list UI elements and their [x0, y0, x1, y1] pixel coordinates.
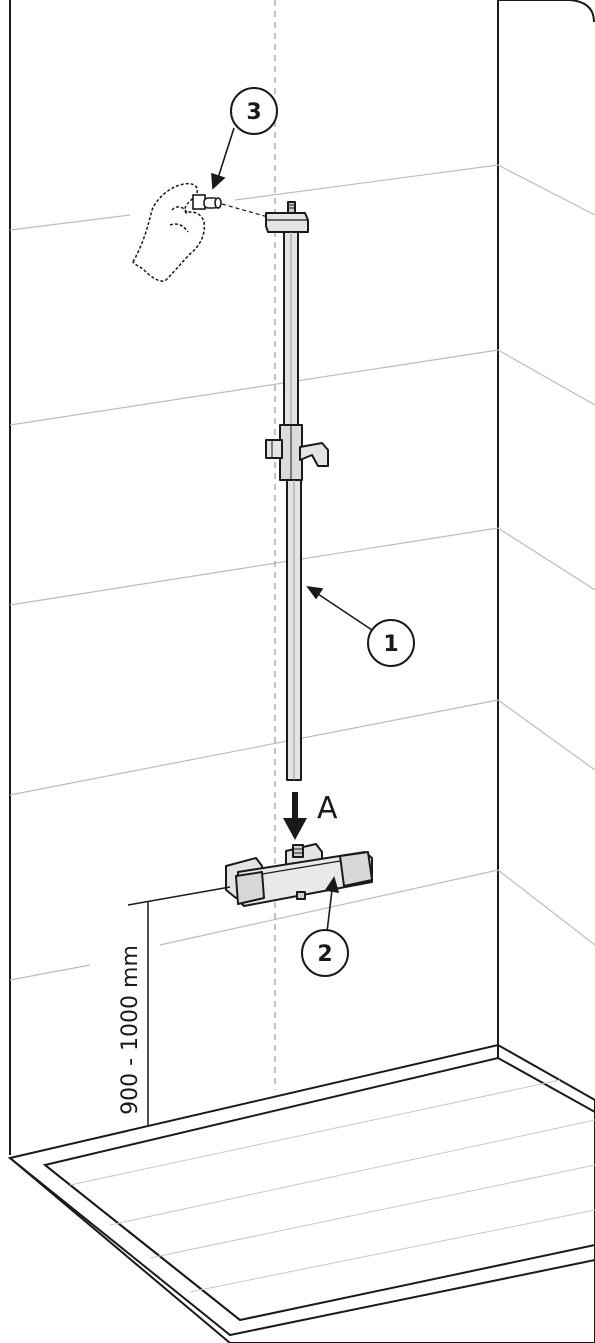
dimension-line [127, 886, 231, 1125]
arrow-a [283, 792, 307, 840]
arrow-a-label: A [317, 791, 338, 826]
wall-outline [9, 0, 595, 1155]
callout-2-number: 2 [317, 942, 332, 967]
tile-lines-back-wall [9, 164, 499, 981]
shower-rail [265, 201, 329, 781]
thermostatic-mixer [225, 843, 373, 907]
tray-inner-lines [69, 1079, 595, 1293]
tile-lines-side-wall [497, 164, 595, 946]
callout-1-number: 1 [383, 632, 398, 657]
callout-leaders [211, 127, 373, 933]
dimension-label: 900 - 1000 mm [118, 945, 143, 1115]
wall-plug [192, 194, 222, 210]
callout-3: 3 [230, 87, 278, 135]
plug-alignment-dashed [221, 203, 269, 218]
hand-icon [132, 182, 206, 282]
callout-3-number: 3 [246, 100, 261, 125]
callout-2: 2 [301, 929, 349, 977]
shower-tray [7, 1043, 595, 1343]
callout-1: 1 [367, 619, 415, 667]
